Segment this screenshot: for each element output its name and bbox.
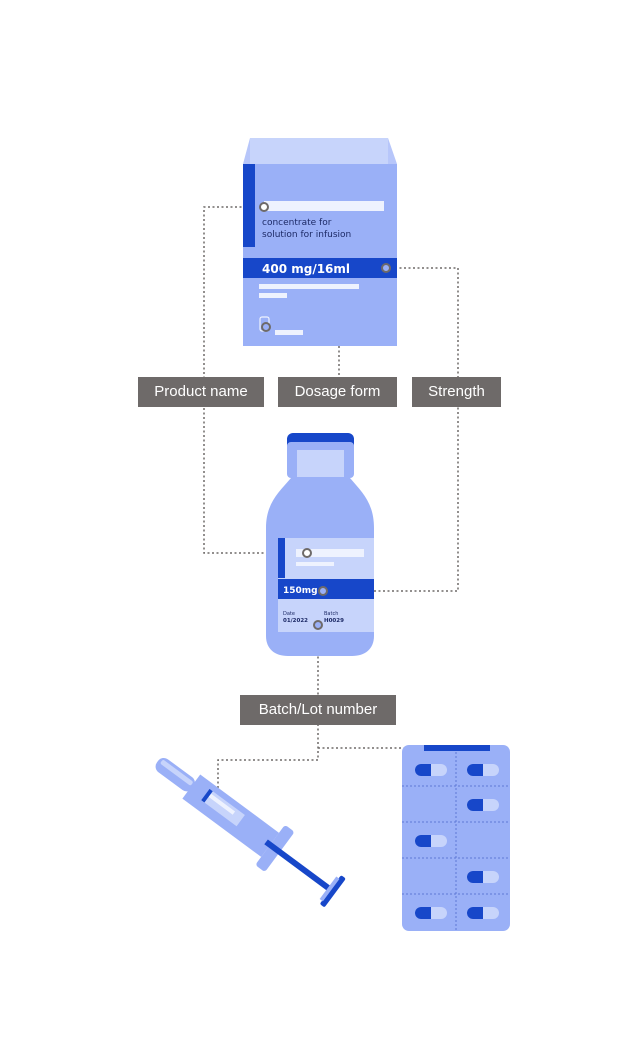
pill [467, 764, 499, 776]
carton-lid-right [388, 138, 397, 164]
callout-product-name: Product name [138, 377, 264, 407]
pill [415, 835, 447, 847]
carton-box: concentrate for solution for infusion 40… [243, 138, 397, 346]
syringe-rod [264, 839, 333, 892]
syringe [155, 757, 346, 907]
connector-strength [323, 267, 459, 592]
blister-perforation [402, 752, 510, 931]
carton-name-marker [259, 202, 269, 212]
carton-strength-text: 400 mg/16ml [262, 262, 350, 276]
syringe-plunger-back [319, 876, 340, 902]
vial-strength-marker [318, 586, 328, 596]
vial-name-marker [302, 548, 312, 558]
pill [415, 764, 447, 776]
pill [415, 907, 447, 919]
vial-strength-text: 150mg [283, 586, 318, 596]
carton-form-line1: concentrate for [262, 218, 332, 228]
carton-lid [250, 138, 388, 164]
syringe-needle-hub-shine [160, 760, 193, 786]
vial-date-value: 01/2022 [283, 618, 308, 624]
carton-side-stripe [243, 164, 255, 247]
carton-dosage-marker [261, 322, 271, 332]
carton-body [243, 164, 397, 346]
pill [467, 799, 499, 811]
vial-cap-highlight [297, 450, 344, 477]
carton-strength-marker [381, 263, 391, 273]
callout-dosage-form: Dosage form [278, 377, 397, 407]
vial-date-label: Date [283, 611, 295, 617]
vial-batch-label: Batch [324, 611, 338, 617]
carton-info-line2 [259, 293, 287, 298]
vial-batch-value: H0029 [324, 618, 344, 624]
connector-batch [217, 625, 319, 798]
syringe-plunger-cap [320, 875, 346, 907]
syringe-barrel-label [208, 793, 236, 815]
blister-pills [415, 764, 499, 919]
blister-top-strip [424, 745, 490, 751]
carton-form-bar [275, 330, 303, 335]
vial-name-sub [296, 562, 334, 566]
syringe-stripe [201, 788, 213, 803]
pill [467, 871, 499, 883]
carton-lid-left [243, 138, 250, 164]
callout-batch-lot: Batch/Lot number [240, 695, 396, 725]
blister-pack [402, 745, 510, 931]
carton-strength-band [243, 258, 397, 278]
vial-batch-marker [313, 620, 323, 630]
vial-name-bar [296, 549, 364, 557]
carton-name-bar [264, 201, 384, 211]
vial-label-stripe [278, 538, 285, 578]
carton-info-line1 [259, 284, 359, 289]
vial: 150mg Date 01/2022 Batch H0029 [266, 433, 374, 656]
pill [467, 907, 499, 919]
callout-strength: Strength [412, 377, 501, 407]
carton-form-line2: solution for infusion [262, 230, 351, 240]
